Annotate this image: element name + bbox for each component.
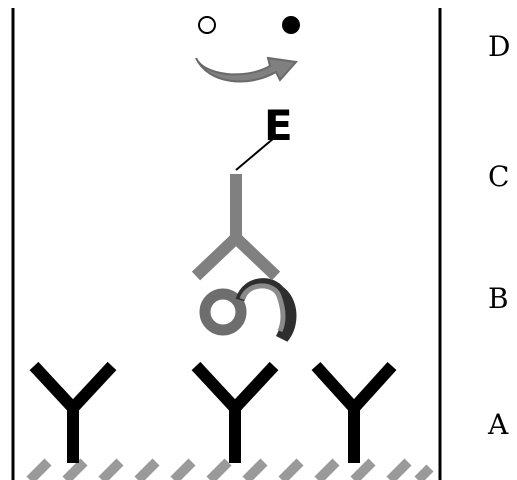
enzyme-label: E <box>264 101 293 150</box>
antigen <box>205 283 292 336</box>
substrate-reaction <box>196 16 300 81</box>
antigen-ring <box>205 294 241 330</box>
filled-circle-icon <box>282 16 300 34</box>
capture-antibody-1 <box>34 366 112 463</box>
solid-surface-hatch <box>30 462 430 480</box>
layer-label-a: A <box>487 408 509 441</box>
layer-label-c: C <box>488 160 509 193</box>
antigen-loop-fill <box>242 286 283 331</box>
open-circle-icon <box>199 17 215 33</box>
capture-antibody-3 <box>316 366 392 463</box>
layer-label-b: B <box>488 282 509 315</box>
curved-arrow-icon <box>196 58 296 81</box>
layer-label-d: D <box>488 30 510 63</box>
detection-antibody <box>196 174 276 276</box>
capture-antibody-2 <box>196 366 274 463</box>
